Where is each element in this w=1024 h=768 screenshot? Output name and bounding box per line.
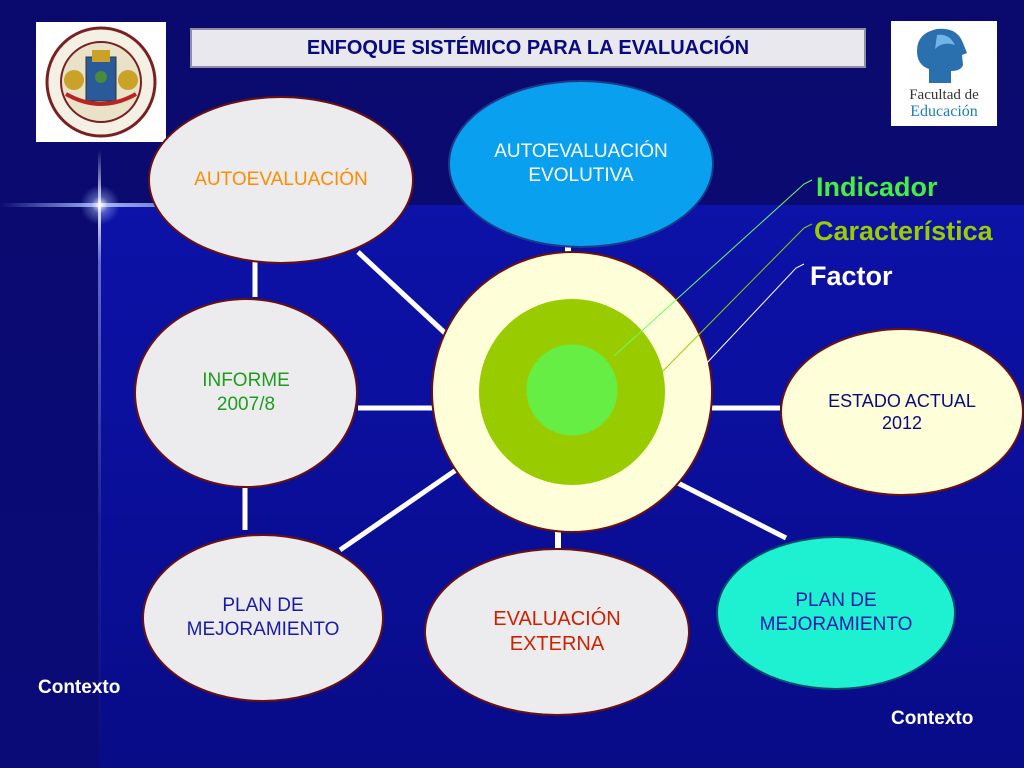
legend-indicador: Indicador <box>816 172 938 202</box>
node-text-line: AUTOEVALUACIÓN <box>494 141 668 163</box>
node-evaluacion-externa: EVALUACIÓN EXTERNA <box>424 548 690 716</box>
ring-indicador <box>525 343 619 437</box>
light-flare-glow <box>80 185 120 225</box>
node-text-line: AUTOEVALUACIÓN <box>194 169 368 191</box>
node-autoevaluacion: AUTOEVALUACIÓN <box>148 96 414 264</box>
node-text-line: PLAN DE <box>795 590 877 612</box>
contexto-label-left: Contexto <box>38 677 121 698</box>
legend-factor: Factor <box>810 261 893 291</box>
node-text-line: 2012 <box>881 413 923 433</box>
node-text-line: EVOLUTIVA <box>528 165 634 186</box>
connector-plan-right <box>674 479 788 541</box>
slide-title: ENFOQUE SISTÉMICO PARA LA EVALUACIÓN <box>190 28 866 68</box>
node-text-line: 2007/8 <box>216 394 276 415</box>
connector-plan-left <box>338 467 458 553</box>
faculty-logo: Facultad de Educación <box>891 21 997 126</box>
node-text: AUTOEVALUACIÓN <box>194 168 368 192</box>
node-text-line: MEJORAMIENTO <box>759 614 913 635</box>
seal-icon <box>45 26 157 138</box>
faculty-logo-line2: Educación <box>910 103 978 120</box>
node-text-line: MEJORAMIENTO <box>186 619 340 640</box>
node-text-line: EVALUACIÓN <box>493 608 621 630</box>
contexto-label-right: Contexto <box>891 708 974 729</box>
university-seal-logo <box>36 22 166 142</box>
node-text-line: INFORME <box>202 370 290 392</box>
head-profile-icon <box>917 28 967 83</box>
pointer-indicador <box>613 179 813 357</box>
node-text: EVALUACIÓN EXTERNA <box>493 607 620 657</box>
node-text-line: ESTADO ACTUAL <box>828 390 976 411</box>
light-flare-vertical <box>98 150 101 768</box>
faculty-logo-line1: Facultad de <box>909 87 979 103</box>
node-text-line: PLAN DE <box>222 595 304 617</box>
pointer-factor <box>703 263 805 367</box>
node-text-line: EXTERNA <box>509 633 605 655</box>
connector-autoevaluacion <box>356 250 448 336</box>
pointer-caracteristica <box>661 223 813 373</box>
legend-caracteristica: Característica <box>814 216 993 246</box>
